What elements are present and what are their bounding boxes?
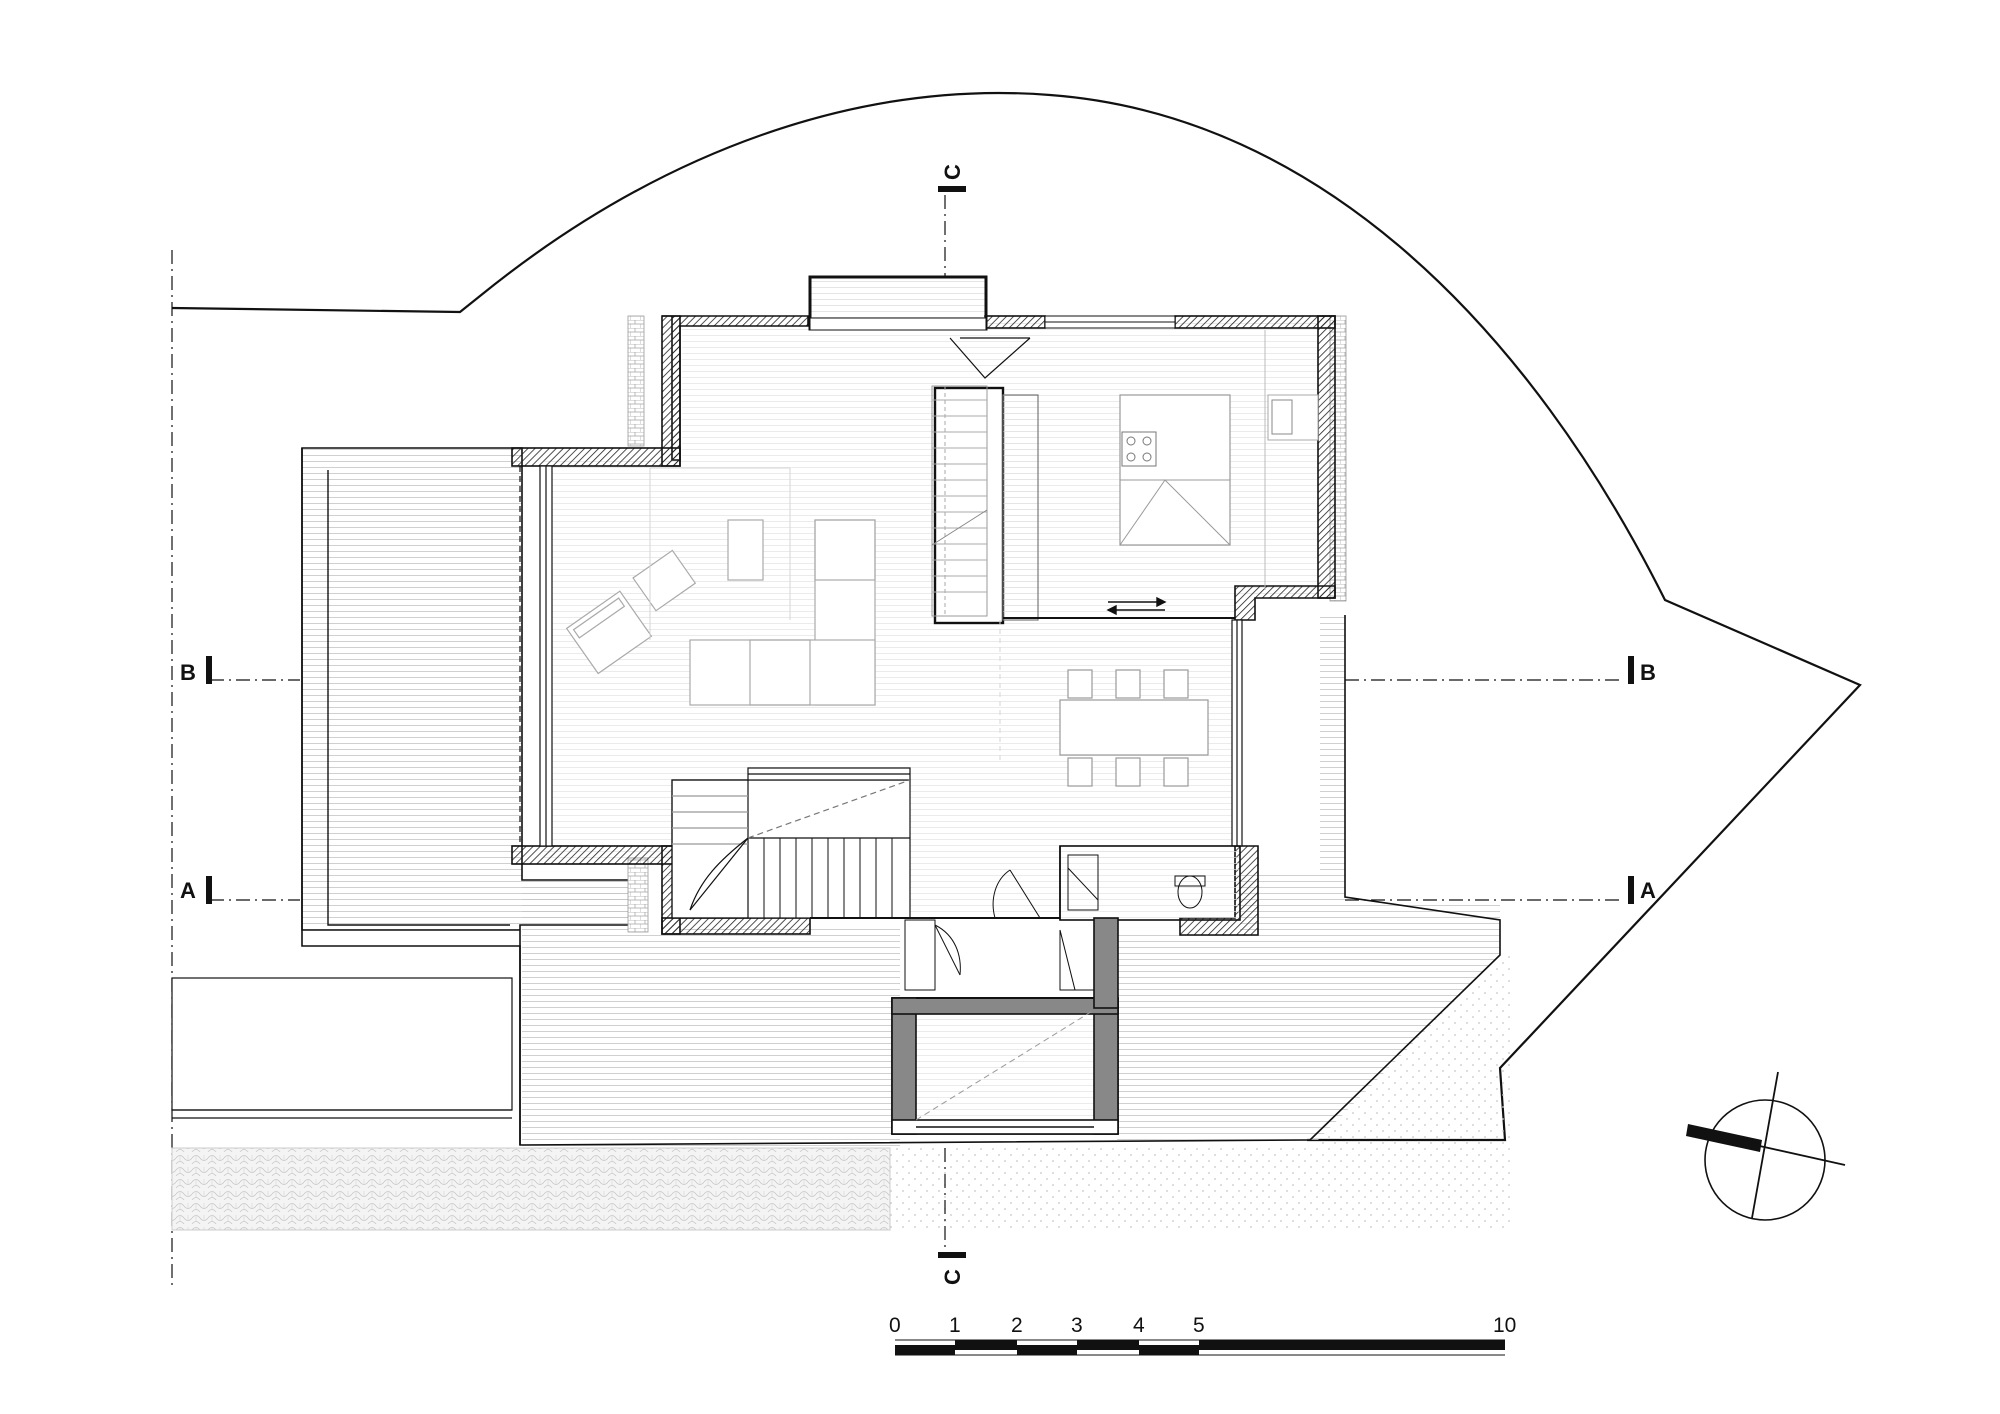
brick-cladding	[627, 857, 649, 933]
scale-bar: 0 1 2 3 4 5 10	[889, 1314, 1516, 1356]
sliding-door-icon	[1106, 596, 1167, 616]
site-boundary	[171, 91, 1862, 1142]
entrance	[891, 917, 1119, 1135]
coffee-table	[727, 519, 764, 581]
cooktop-icon	[1121, 431, 1157, 467]
sink-icon	[1271, 399, 1293, 435]
kitchen	[933, 330, 1319, 625]
north-arrow-icon	[1686, 1071, 1846, 1221]
section-marker-c-top: C	[938, 164, 966, 192]
section-marker-c-bottom: C	[938, 1252, 966, 1285]
section-label-a: A	[1640, 878, 1656, 903]
scale-label: 4	[1133, 1314, 1145, 1337]
cobble-paving	[171, 1147, 891, 1231]
section-label-b: B	[1640, 660, 1656, 685]
east-glazing	[1231, 619, 1243, 847]
section-label-c: C	[940, 1269, 965, 1285]
bathroom	[992, 845, 1241, 921]
armchair	[565, 590, 653, 675]
section-marker-a-left: A	[180, 876, 212, 904]
kitchen-island	[1119, 394, 1231, 546]
main-stair	[671, 767, 911, 919]
terrace-outline	[301, 448, 1311, 1146]
section-label-a: A	[180, 878, 196, 903]
living-furniture	[565, 519, 876, 706]
dining-set	[1059, 669, 1209, 787]
scale-label: 5	[1193, 1314, 1205, 1337]
west-glazing	[519, 465, 553, 847]
terrace-inner-edge	[327, 470, 510, 926]
terrace-east	[1095, 615, 1500, 1140]
upper-stair	[931, 385, 988, 617]
dining-table	[1059, 699, 1209, 756]
scale-label: 0	[889, 1314, 901, 1337]
top-windows	[1044, 315, 1176, 329]
section-marker-b-left: B	[180, 656, 212, 685]
section-marker-a-right: A	[1628, 876, 1656, 904]
side-table	[632, 549, 697, 612]
section-label-b: B	[180, 660, 196, 685]
top-door	[949, 337, 1031, 379]
planter-box	[171, 977, 513, 1111]
scale-label: 10	[1493, 1314, 1516, 1337]
terrace-east-edge	[1309, 615, 1501, 1141]
brick-cladding	[627, 315, 645, 447]
scale-label: 1	[949, 1314, 961, 1337]
section-label-c: C	[940, 164, 965, 180]
section-lines	[210, 195, 1620, 1250]
section-marker-b-right: B	[1628, 656, 1656, 685]
gravel-area	[890, 1148, 1510, 1230]
scale-label: 3	[1071, 1314, 1083, 1337]
scale-label: 2	[1011, 1314, 1023, 1337]
terrace-south	[522, 880, 900, 1148]
